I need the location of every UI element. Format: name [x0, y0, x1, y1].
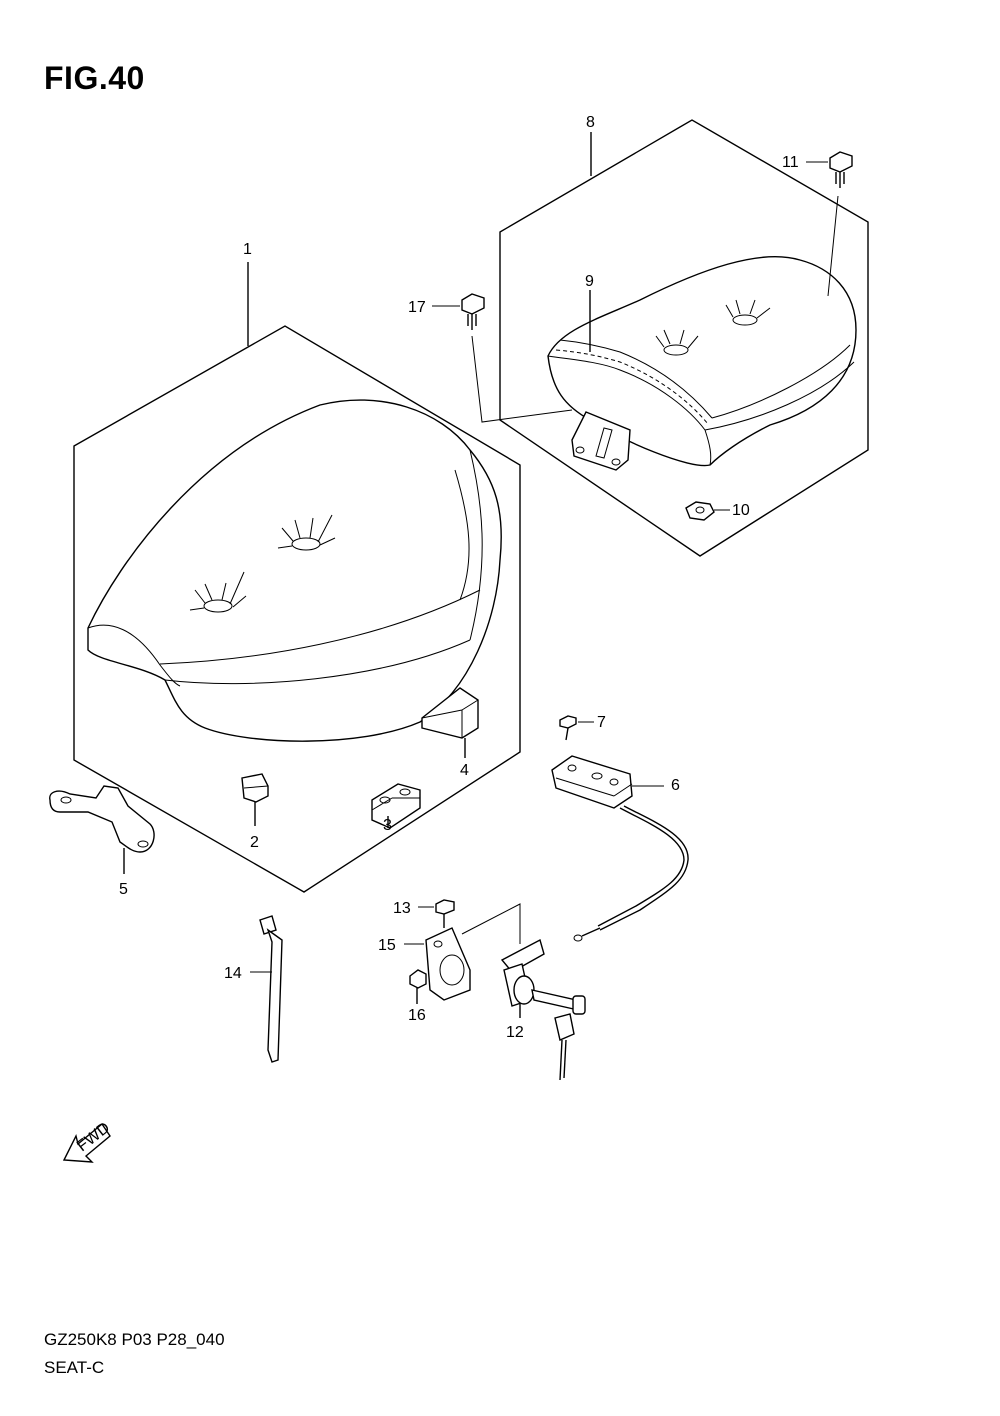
callout-11: 11: [782, 154, 799, 171]
diagram-code: GZ250K8 P03 P28_040: [44, 1330, 225, 1349]
callout-17: 17: [408, 299, 426, 316]
fwd-arrow-icon: FWD: [62, 1119, 113, 1163]
callout-5: 5: [119, 881, 128, 898]
part-13-bolt: [418, 899, 455, 928]
part-15-bracket: [404, 903, 521, 1001]
part-10-nut: [685, 501, 730, 521]
callout-14: 14: [224, 965, 242, 982]
diagram-name: SEAT-C: [44, 1358, 105, 1377]
part-16-nut: [409, 969, 427, 1004]
part-3-cushion: [371, 783, 421, 829]
callout-12: 12: [506, 1024, 524, 1041]
part-6-seat-lock-cable: [551, 755, 689, 942]
part-14-cable-tie: [250, 915, 283, 1063]
front-seat-frame: [73, 262, 521, 893]
callout-6: 6: [671, 777, 680, 794]
part-2-cushion: [241, 773, 269, 826]
part-4-cushion-block: [421, 687, 479, 758]
callout-9: 9: [585, 273, 594, 290]
callout-2: 2: [250, 834, 259, 851]
callout-15: 15: [378, 937, 396, 954]
part-7-screw: [559, 715, 594, 741]
figure-title: FIG.40: [44, 60, 145, 96]
callout-4: 4: [460, 762, 469, 779]
part-12-seat-lock: [500, 938, 586, 1081]
callout-8: 8: [586, 114, 595, 131]
part-5-bracket: [49, 785, 155, 874]
part-11-bolt: [806, 151, 853, 297]
callout-13: 13: [393, 900, 411, 917]
front-seat: [87, 399, 502, 742]
callout-3: 3: [383, 817, 392, 834]
callout-16: 16: [408, 1007, 426, 1024]
callout-1: 1: [243, 241, 252, 258]
part-17-bolt: [432, 293, 573, 423]
callout-7: 7: [597, 714, 606, 731]
rear-seat: [547, 256, 857, 471]
callout-10: 10: [732, 502, 750, 519]
